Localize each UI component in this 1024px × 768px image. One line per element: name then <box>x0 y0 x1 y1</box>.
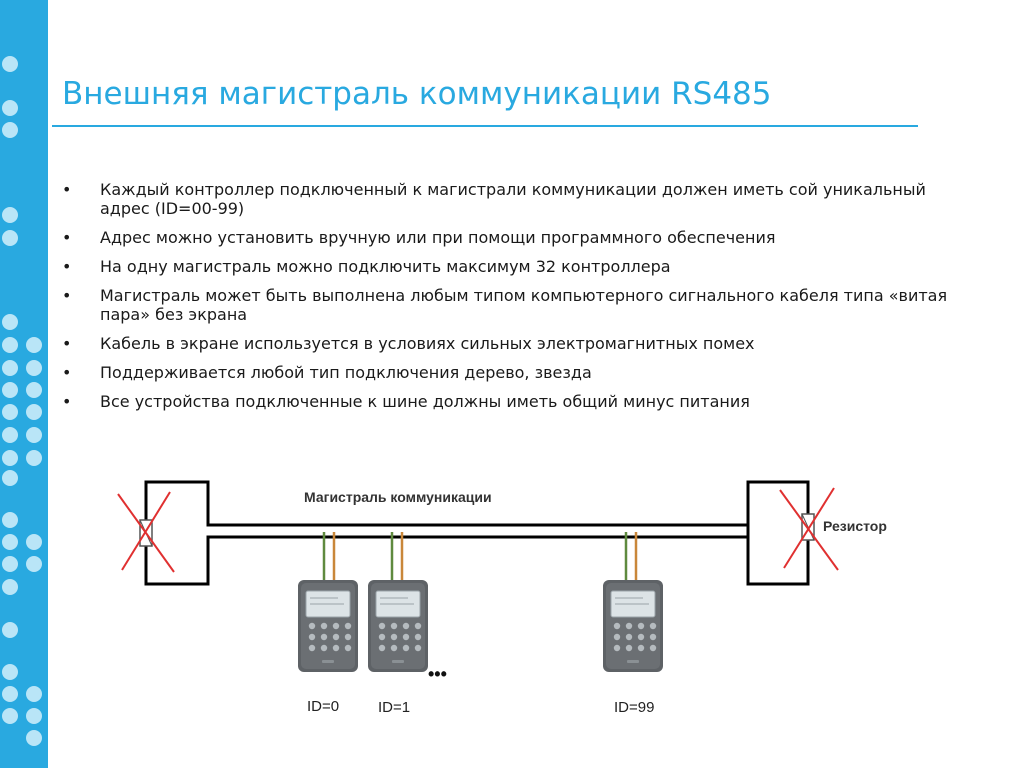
rs485-bus-diagram: Магистраль коммуникации Резистор ••• ID=… <box>117 480 887 716</box>
decorative-sidebar <box>0 0 48 768</box>
bullet-item: Каждый контроллер подключенный к магистр… <box>60 180 960 218</box>
bullet-item: Кабель в экране используется в условиях … <box>60 334 960 353</box>
bullet-item: На одну магистраль можно подключить макс… <box>60 257 960 276</box>
bullet-item: Адрес можно установить вручную или при п… <box>60 228 960 247</box>
ellipsis-more-controllers: ••• <box>428 664 447 684</box>
bullet-item: Все устройства подключенные к шине должн… <box>60 392 960 411</box>
controller-device <box>602 579 664 673</box>
bullet-item: Магистраль может быть выполнена любым ти… <box>60 286 960 324</box>
controller-id-label: ID=99 <box>614 699 654 716</box>
bus-label: Магистраль коммуникации <box>304 489 492 505</box>
controller-device <box>297 579 359 673</box>
left-resistor <box>117 491 175 573</box>
bullet-list: Каждый контроллер подключенный к магистр… <box>60 180 960 421</box>
controller-id-label: ID=1 <box>378 699 410 716</box>
slide-title: Внешняя магистраль коммуникации RS485 <box>62 76 772 112</box>
title-underline <box>52 125 918 127</box>
controller-device <box>367 579 429 673</box>
controller-id-label: ID=0 <box>307 698 339 715</box>
resistor-label: Резистор <box>823 518 887 534</box>
bullet-item: Поддерживается любой тип подключения дер… <box>60 363 960 382</box>
right-resistor <box>779 487 839 571</box>
